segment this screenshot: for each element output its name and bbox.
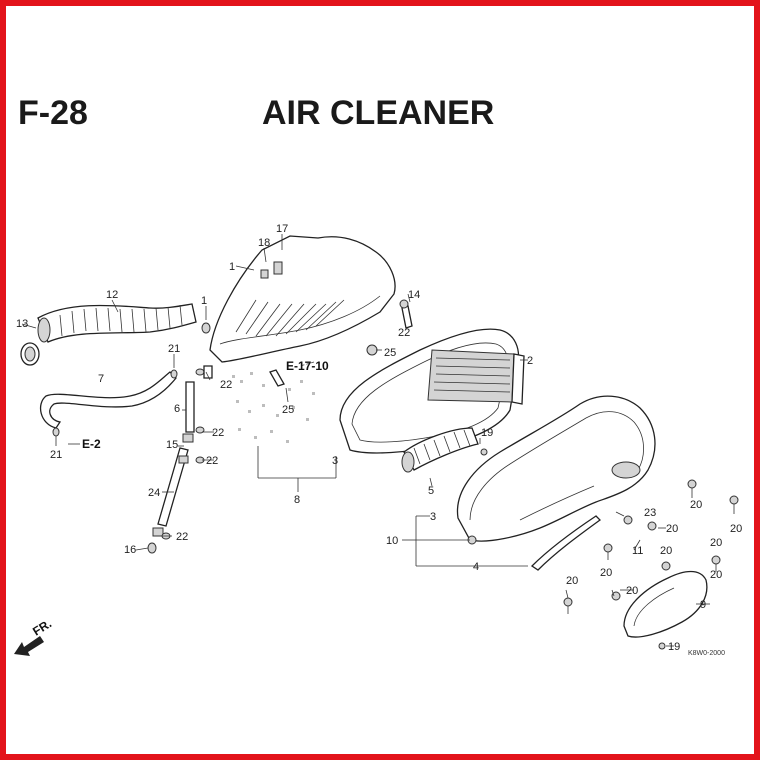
callout-22d: 22 bbox=[206, 455, 218, 467]
callout-20i: 20 bbox=[710, 569, 722, 581]
callout-21: 21 bbox=[50, 449, 62, 461]
callout-20h: 20 bbox=[566, 575, 578, 587]
diagram-title: AIR CLEANER bbox=[262, 94, 495, 132]
callout-25a: 25 bbox=[384, 347, 396, 359]
callout-22b: 22 bbox=[220, 379, 232, 391]
callout-labels: 13 12 7 21 21 6 15 24 16 22 22 22 22 1 1… bbox=[16, 223, 742, 653]
callout-4: 4 bbox=[473, 561, 479, 573]
callout-22a: 22 bbox=[176, 531, 188, 543]
callout-22e: 22 bbox=[398, 327, 410, 339]
callout-8: 8 bbox=[294, 494, 300, 506]
air-cleaner-cover bbox=[456, 395, 656, 542]
front-direction-label: FR. bbox=[30, 616, 54, 638]
drain-tube bbox=[52, 368, 205, 554]
callout-17: 17 bbox=[276, 223, 288, 235]
callout-20b: 20 bbox=[660, 545, 672, 557]
callout-12: 12 bbox=[106, 289, 118, 301]
callout-9: 9 bbox=[700, 599, 706, 611]
reference-e2: E-2 bbox=[82, 437, 101, 451]
callout-24: 24 bbox=[148, 487, 160, 499]
figure-number: F-28 bbox=[18, 94, 88, 132]
leader-lines bbox=[21, 234, 710, 647]
seal-strip bbox=[530, 515, 601, 571]
air-cleaner-case-upper bbox=[201, 235, 396, 363]
diagram-code: K8W0-2000 bbox=[688, 650, 725, 657]
callout-5: 5 bbox=[428, 485, 434, 497]
callout-19b: 19 bbox=[668, 641, 680, 653]
breather-hose bbox=[39, 371, 177, 429]
callout-20g: 20 bbox=[626, 585, 638, 597]
air-filter-element bbox=[427, 349, 525, 405]
callout-23: 23 bbox=[644, 507, 656, 519]
hose-clamp bbox=[20, 342, 40, 366]
callout-22c: 22 bbox=[212, 427, 224, 439]
screw-set bbox=[203, 299, 413, 387]
callout-14: 14 bbox=[408, 289, 420, 301]
callout-13: 13 bbox=[16, 318, 28, 330]
callout-3a: 3 bbox=[332, 455, 338, 467]
callout-20f: 20 bbox=[600, 567, 612, 579]
callout-20a: 20 bbox=[666, 523, 678, 535]
reference-e17-10: E-17-10 bbox=[286, 359, 329, 373]
callout-20e: 20 bbox=[710, 537, 722, 549]
callout-19a: 19 bbox=[481, 427, 493, 439]
intake-duct bbox=[37, 303, 197, 343]
callout-3b: 3 bbox=[430, 511, 436, 523]
callout-11: 11 bbox=[632, 545, 643, 557]
callout-1a: 1 bbox=[229, 261, 235, 273]
callout-15: 15 bbox=[166, 439, 178, 451]
callout-10: 10 bbox=[386, 535, 398, 547]
callout-18: 18 bbox=[258, 237, 270, 249]
front-direction-arrow-icon bbox=[14, 636, 44, 656]
callout-20d: 20 bbox=[730, 523, 742, 535]
callout-20c: 20 bbox=[690, 499, 702, 511]
side-cover bbox=[623, 570, 708, 638]
callout-25b: 25 bbox=[282, 404, 294, 416]
connecting-tube bbox=[401, 427, 479, 473]
callout-1b: 1 bbox=[201, 295, 207, 307]
callout-16: 16 bbox=[124, 544, 136, 556]
callout-7: 7 bbox=[98, 373, 104, 385]
callout-21b: 21 bbox=[168, 343, 180, 355]
callout-2: 2 bbox=[527, 355, 533, 367]
callout-6: 6 bbox=[174, 403, 180, 415]
